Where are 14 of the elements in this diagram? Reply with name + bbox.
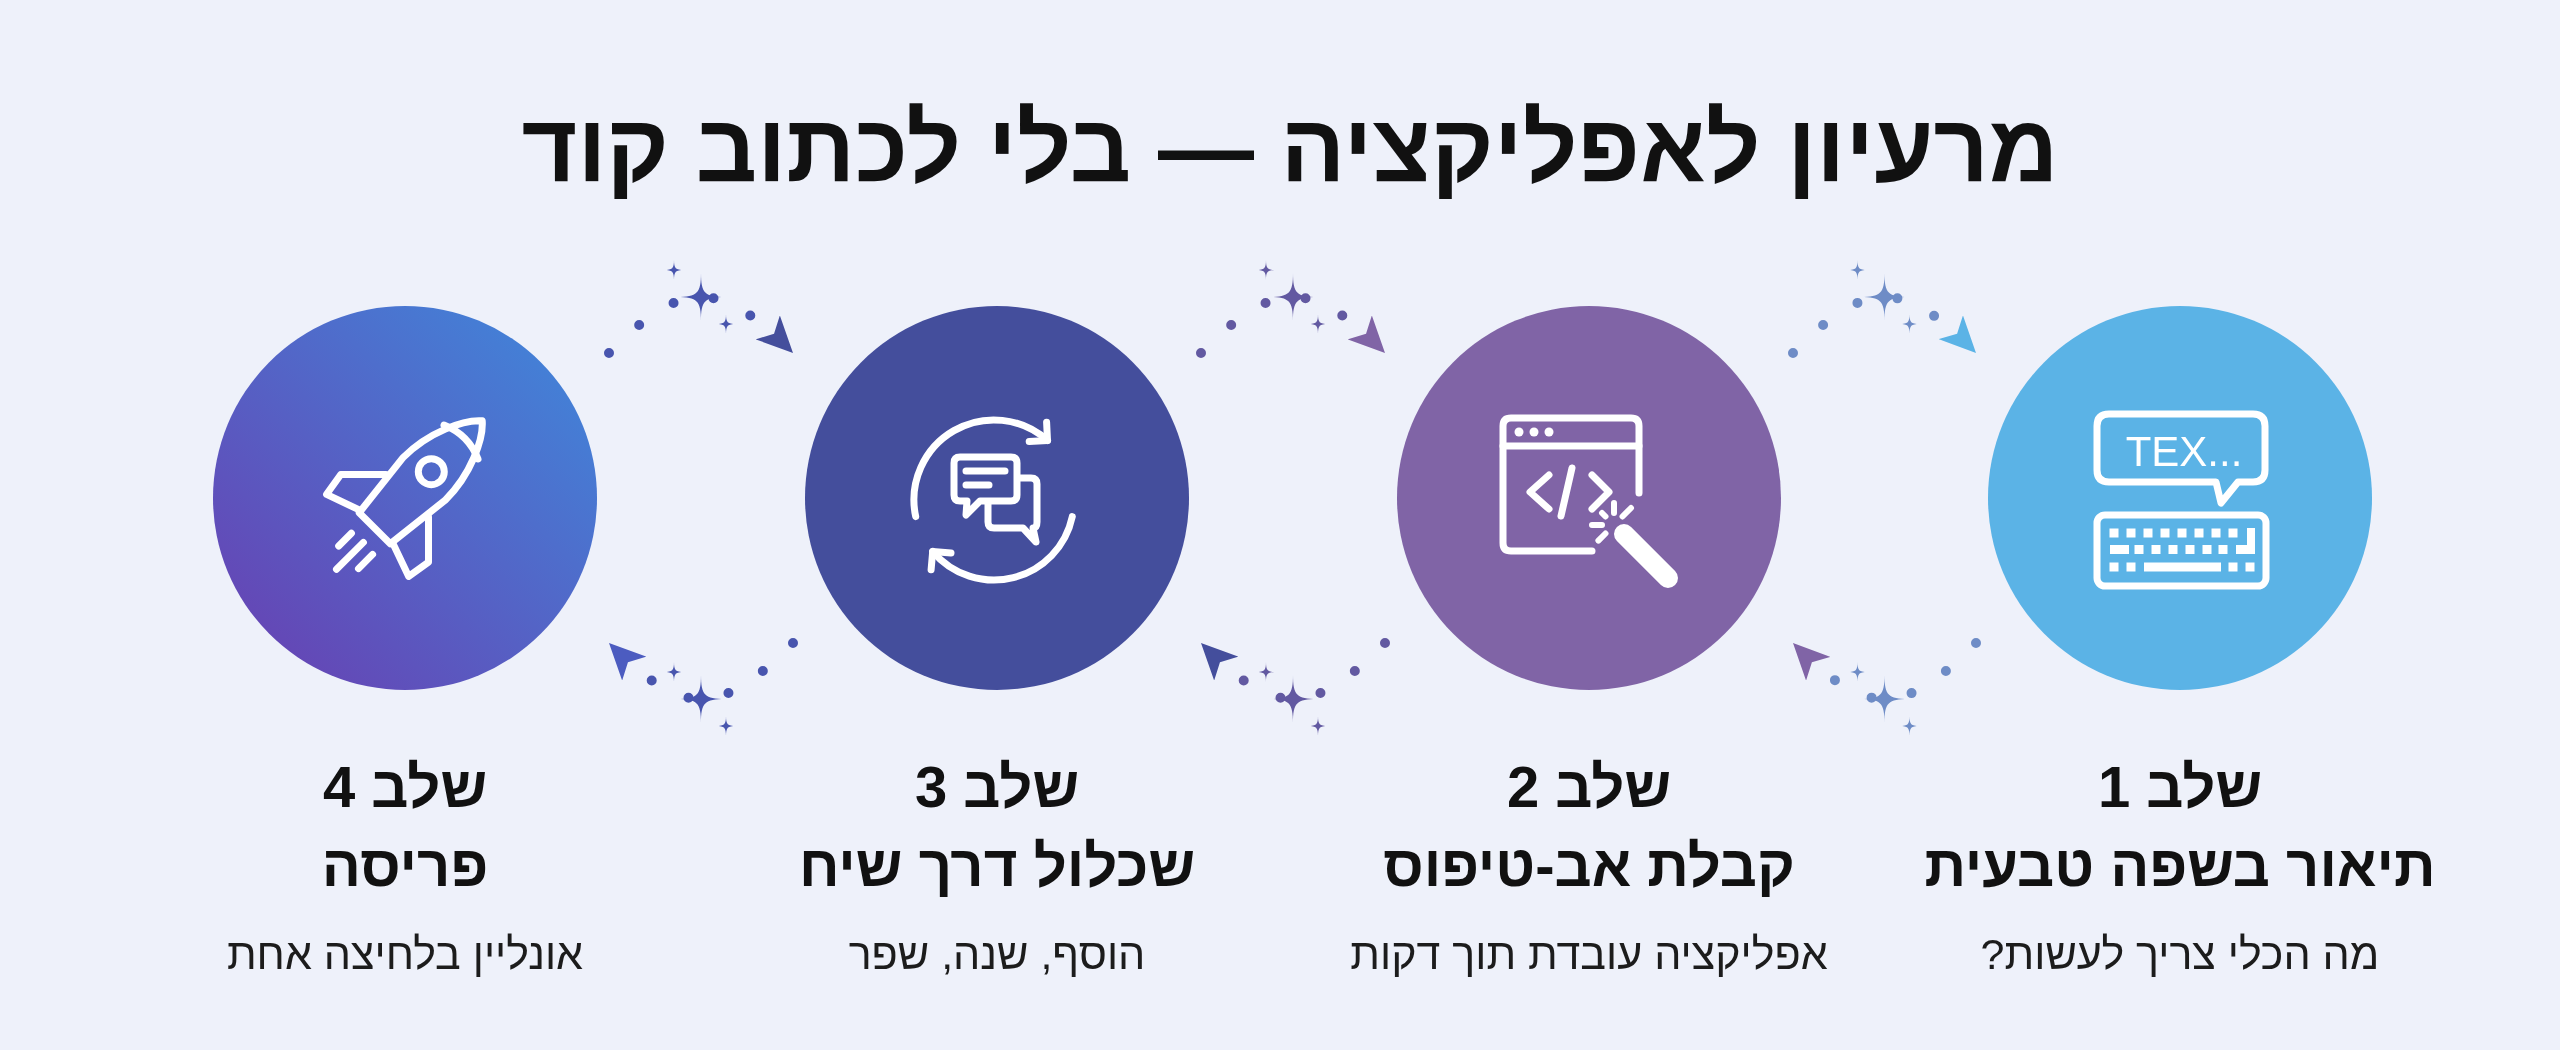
step-number: שלב 3 xyxy=(914,753,1080,822)
step-number: שלב 4 xyxy=(322,753,488,822)
step-description: אונליין בלחיצה אחת xyxy=(226,929,584,981)
step-title: שכלול דרך שיח xyxy=(798,832,1196,901)
step-number: שלב 2 xyxy=(1506,753,1672,822)
step-title: פריסה xyxy=(321,832,489,901)
step-title: קבלת אב-טיפוס xyxy=(1383,832,1795,901)
step-description: אפליקציה עובדת תוך דקות xyxy=(1350,929,1828,981)
step-description: הוסף, שנה, שפר xyxy=(848,929,1146,981)
step-description: מה הכלי צריך לעשות? xyxy=(1980,929,2380,981)
step-title: תיאור בשפה טבעית xyxy=(1924,832,2436,901)
bubble-text: TEX... xyxy=(2125,426,2243,477)
step-number: שלב 1 xyxy=(2097,753,2263,822)
title: מרעיון לאפליקציה — בלי לכתוב קוד xyxy=(521,93,2059,204)
